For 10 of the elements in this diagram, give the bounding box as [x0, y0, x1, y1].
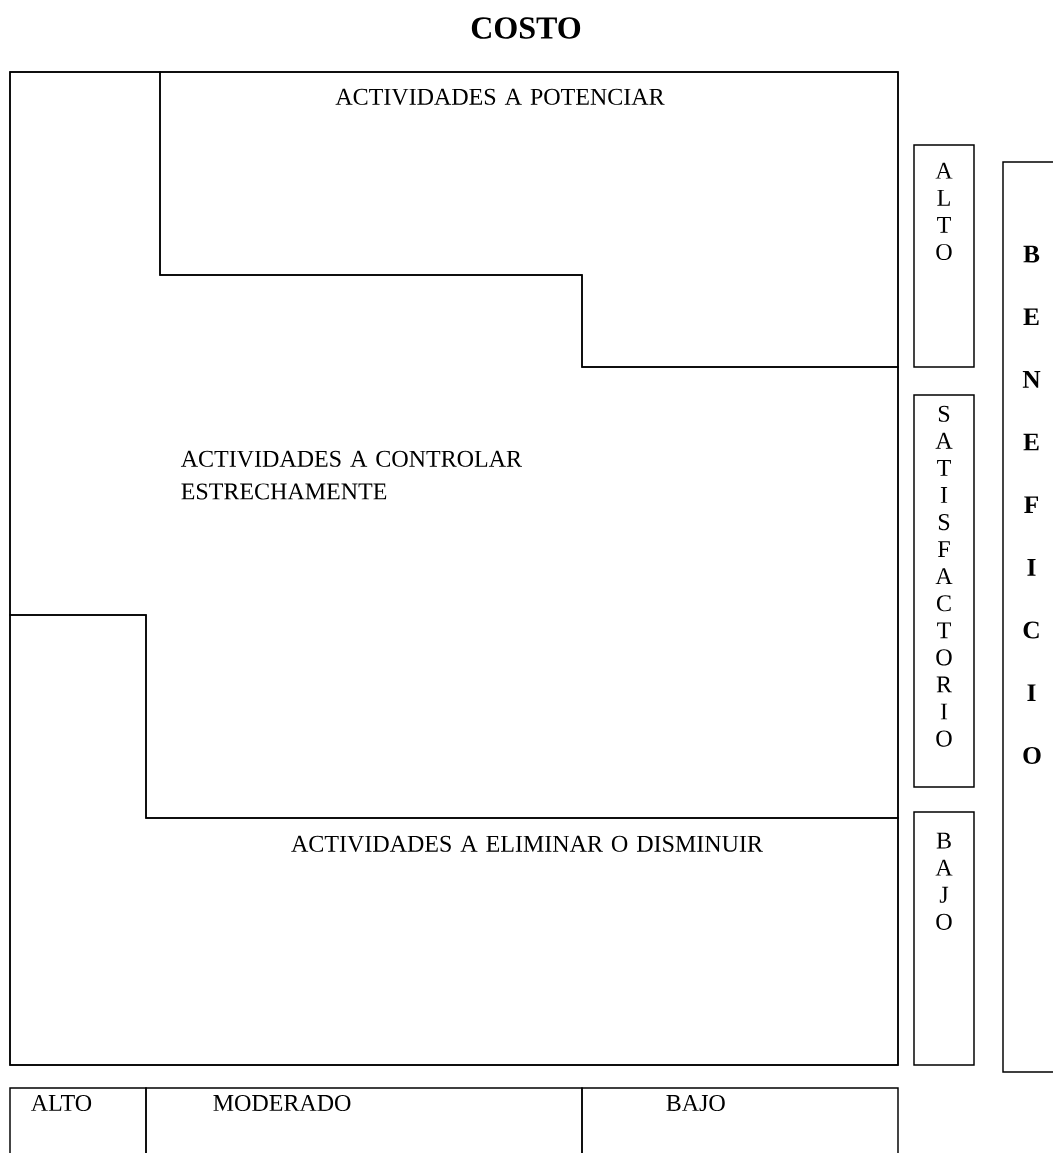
vertical-label-box: BENEFICIO — [1002, 161, 1053, 1073]
vertical-label-box: ALTO — [913, 144, 975, 368]
vertical-label-box: SATISFACTORIO — [913, 394, 975, 788]
vertical-label-box: BAJO — [913, 811, 975, 1066]
scale-cell: BAJO — [581, 1087, 899, 1153]
scale-cell: ALTO — [9, 1087, 147, 1153]
title: COSTO — [471, 17, 581, 39]
region: ACTIVIDADES A ELIMINAR O DISMINUIR — [9, 614, 899, 1066]
scale-cell: MODERADO — [145, 1087, 583, 1153]
region: ACTIVIDADES A POTENCIAR — [159, 71, 899, 368]
